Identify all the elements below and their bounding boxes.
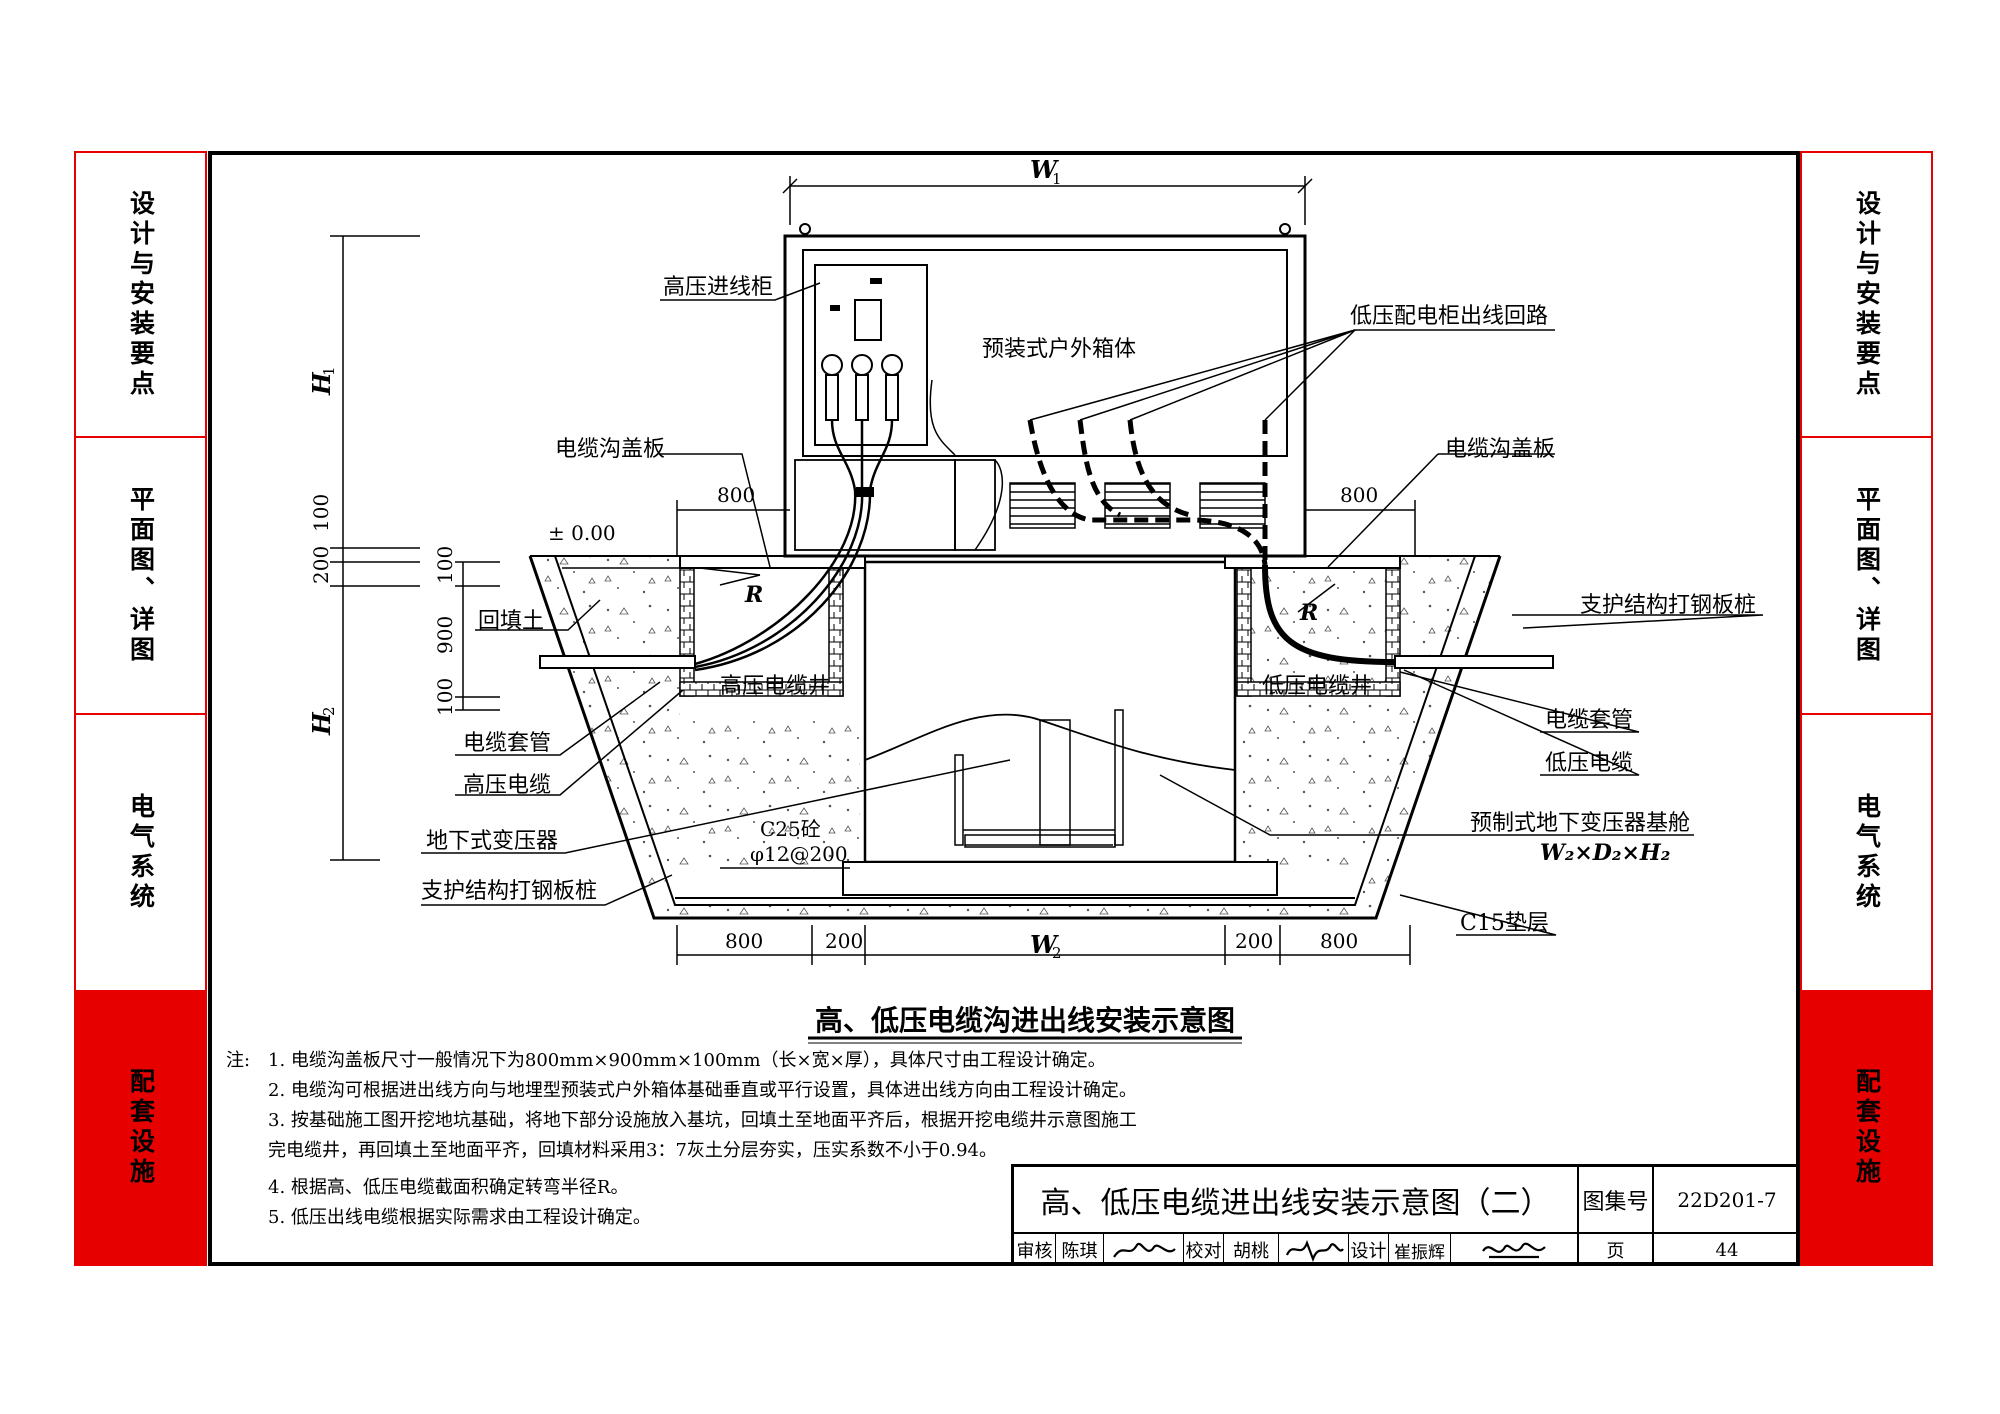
dimension-lines: [330, 176, 1764, 965]
sidebar-left: 设计与安装要点 平面图、详图 电气系统 配套设施: [74, 151, 207, 1266]
note-item: 1. 电缆沟盖板尺寸一般情况下为800mm×900mm×100mm（长×宽×厚）…: [268, 1050, 1106, 1071]
excavation-pit: [528, 555, 1502, 920]
designer-name: 崔振辉: [1389, 1234, 1451, 1266]
dim-100-a: 100: [433, 546, 457, 584]
note-item: 3. 按基础施工图开挖地坑基础，将地下部分设施放入基坑，回填土至地面平齐后，根据…: [268, 1110, 1137, 1131]
sidebar-left-section-3[interactable]: 电气系统: [76, 715, 205, 992]
outdoor-box: [783, 223, 1307, 558]
base-cabin: [842, 560, 1278, 896]
radius-right: R: [1299, 600, 1318, 626]
sidebar-right-section-3[interactable]: 电气系统: [1802, 715, 1931, 992]
radius-left: R: [744, 582, 763, 608]
label-prefab-outdoor-box: 预装式户外箱体: [982, 337, 1136, 362]
component-labels: 高压进线柜 预装式户外箱体 低压配电柜出线回路 电缆沟盖板 电缆沟盖板 回填土 …: [421, 275, 1756, 936]
page-number: 44: [1715, 1239, 1739, 1261]
dim-900: 900: [433, 616, 457, 654]
sidebar-left-section-2[interactable]: 平面图、详图: [76, 438, 205, 715]
review-label: 审核: [1014, 1234, 1056, 1266]
sidebar-right-section-4[interactable]: 配套设施: [1802, 992, 1931, 1264]
label-c15-cushion: C15垫层: [1460, 911, 1549, 936]
signature-icon: [1285, 1239, 1344, 1263]
check-label: 校对: [1184, 1234, 1224, 1266]
zero-level: ± 0.00: [548, 521, 616, 545]
checker-signature: [1279, 1234, 1349, 1266]
note-item: 4. 根据高、低压电缆截面积确定转弯半径R。: [268, 1177, 629, 1198]
label-lv-cable-well: 低压电缆井: [1262, 674, 1372, 699]
label-prefab-base-cabin: 预制式地下变压器基舱: [1470, 811, 1690, 836]
label-steel-sheet-pile-right: 支护结构打钢板桩: [1580, 593, 1756, 618]
sidebar-right-section-1[interactable]: 设计与安装要点: [1802, 153, 1931, 438]
label-cable-trench-cover-left: 电缆沟盖板: [555, 437, 665, 462]
sidebar-left-section-4[interactable]: 配套设施: [76, 992, 205, 1264]
note-item: 完电缆井，再回填土至地面平齐，回填材料采用3：7灰土分层夯实，压实系数不小于0.…: [268, 1140, 997, 1161]
dim-w1: W: [1030, 155, 1059, 184]
designer-signature: [1451, 1234, 1579, 1266]
dim-100-b: 100: [433, 678, 457, 716]
label-backfill: 回填土: [478, 609, 544, 634]
dim-200: 200: [309, 546, 333, 584]
notes-prefix: 注:: [226, 1050, 251, 1071]
label-c25-concrete: C25砼: [760, 817, 821, 841]
dim-800-left-top: 800: [717, 483, 755, 507]
signature-icon: [1112, 1242, 1176, 1258]
sidebar-right-section-2[interactable]: 平面图、详图: [1802, 438, 1931, 715]
label-underground-transformer: 地下式变压器: [426, 829, 558, 854]
label-lv-outgoing-circuit: 低压配电柜出线回路: [1350, 304, 1548, 329]
lv-cable-well: [1224, 555, 1401, 697]
dim-w2: W: [1030, 930, 1059, 959]
label-hv-incoming-cabinet: 高压进线柜: [663, 275, 773, 300]
checker-name: 胡桃: [1224, 1234, 1279, 1266]
title-block-title: 高、低压电缆进出线安装示意图（二）: [1014, 1167, 1579, 1234]
sidebar-left-section-1[interactable]: 设计与安装要点: [76, 153, 205, 438]
label-cable-sleeve-left: 电缆套管: [463, 731, 551, 756]
dim-bottom-200-left: 200: [825, 929, 863, 953]
label-base-cabin-dims: W₂×D₂×H₂: [1540, 840, 1670, 866]
note-item: 2. 电缆沟可根据进出线方向与地埋型预装式户外箱体基础垂直或平行设置，具体进出线…: [268, 1080, 1137, 1101]
dim-h1-sub: 1: [320, 366, 338, 376]
label-steel-sheet-pile-left: 支护结构打钢板桩: [421, 879, 597, 904]
design-label: 设计: [1349, 1234, 1389, 1266]
drawing-caption: 高、低压电缆沟进出线安装示意图: [815, 1004, 1235, 1037]
reviewer-name: 陈琪: [1056, 1234, 1104, 1266]
label-lv-cable: 低压电缆: [1545, 751, 1633, 776]
atlas-label: 图集号: [1579, 1167, 1654, 1234]
dim-h2-sub: 2: [320, 706, 338, 716]
hv-cable: [694, 419, 894, 672]
note-item: 5. 低压出线电缆根据实际需求由工程设计确定。: [268, 1207, 651, 1228]
signature-icon: [1482, 1242, 1546, 1259]
sidebar-right: 设计与安装要点 平面图、详图 电气系统 配套设施: [1800, 151, 1933, 1266]
drawing-frame: [208, 151, 1800, 1266]
dim-h1: H: [307, 371, 336, 396]
dimension-texts: W 1 H 1 100 200 H 2 100 900 100 800 800 …: [307, 155, 1378, 962]
lv-cable: [1027, 419, 1396, 665]
label-hv-cable: 高压电缆: [463, 773, 551, 798]
label-hv-cable-well: 高压电缆井: [720, 674, 830, 699]
label-cable-sleeve-right: 电缆套管: [1545, 708, 1633, 733]
label-rebar: φ12@200: [750, 842, 848, 866]
page-label: 页: [1579, 1234, 1654, 1266]
label-cable-trench-cover-right: 电缆沟盖板: [1445, 437, 1555, 462]
dim-bottom-800-right: 800: [1320, 929, 1358, 953]
dim-w1-sub: 1: [1052, 170, 1062, 188]
dim-h2: H: [307, 711, 336, 736]
atlas-number: 22D201-7: [1654, 1167, 1800, 1234]
dim-100-top: 100: [309, 494, 333, 532]
dim-bottom-200-right: 200: [1235, 929, 1273, 953]
title-block: 高、低压电缆进出线安装示意图（二） 图集号 22D201-7 审核 陈琪 校对 …: [1011, 1164, 1800, 1266]
reviewer-signature: [1104, 1234, 1184, 1266]
cable-sleeves: [539, 655, 1554, 669]
dim-w2-sub: 2: [1052, 944, 1062, 962]
dim-800-right-top: 800: [1340, 483, 1378, 507]
dim-bottom-800-left: 800: [725, 929, 763, 953]
